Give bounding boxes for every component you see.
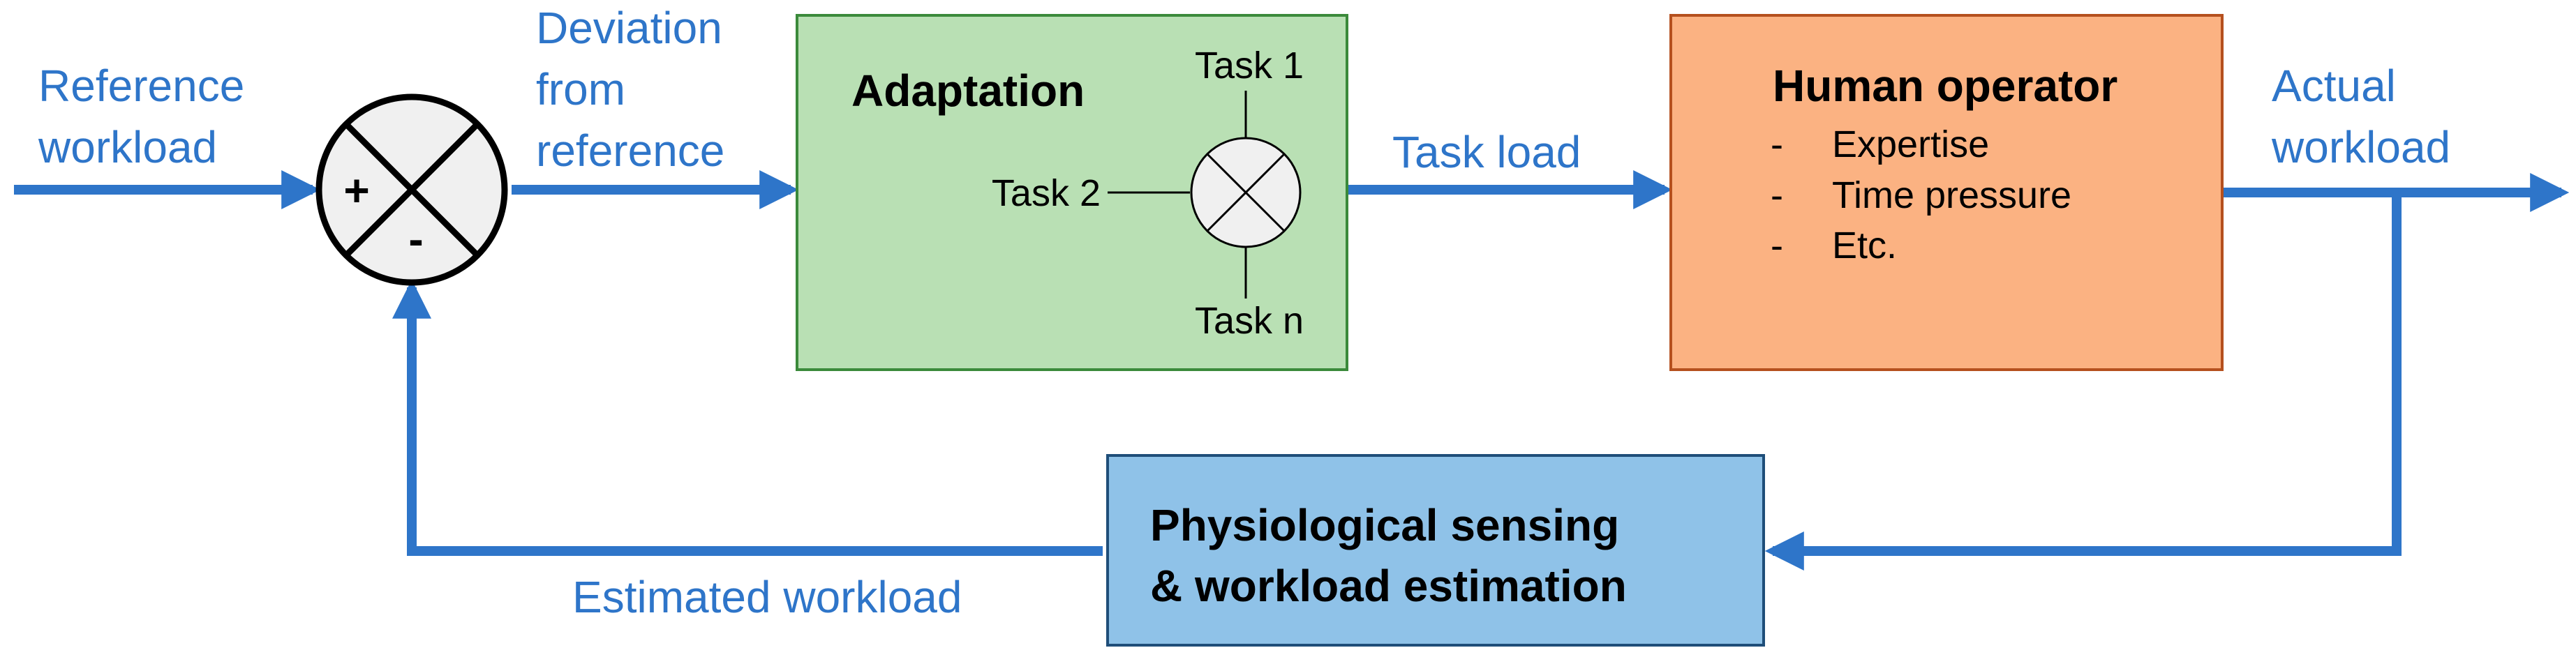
human-operator-title: Human operator [1773,61,2117,111]
feedback-to-sensing-arrow [1764,193,2402,571]
operator-item-dash: - [1771,123,1783,165]
operator-item-text: Etc. [1832,225,1897,266]
operator-item-dash: - [1771,225,1783,266]
adaptation-title: Adaptation [851,66,1085,116]
summing-junction: + - [315,93,508,286]
actual-workload-label-2: workload [2271,122,2450,172]
sensing-title-line-2: & workload estimation [1150,561,1627,611]
operator-item-text: Time pressure [1832,174,2071,216]
operator-item-text: Expertise [1832,123,1989,165]
sensing-block: Physiological sensing & workload estimat… [1106,454,1765,647]
reference-workload-label-1: Reference [38,61,244,111]
deviation-label-3: reference [536,126,724,176]
sensing-title-line-1: Physiological sensing [1150,500,1619,550]
task-mixer [1190,137,1302,248]
minus-sign: - [408,214,423,264]
plus-sign: + [343,165,369,216]
task-2-label: Task 2 [992,172,1101,214]
operator-item-dash: - [1771,174,1783,216]
task-load-label: Task load [1392,127,1581,177]
estimated-workload-label: Estimated workload [572,572,962,622]
task-n-label: Task n [1195,300,1304,342]
task-1-label: Task 1 [1195,45,1304,86]
actual-workload-label-1: Actual [2272,61,2396,111]
estimated-workload-arrow [392,279,1103,556]
deviation-label-2: from [536,64,625,114]
human-operator-block: Human operator - Expertise - Time pressu… [1669,14,2224,371]
adaptation-block: Adaptation Task 1 Task 2 Task n [796,14,1348,371]
deviation-label-1: Deviation [536,3,722,53]
reference-workload-label-2: workload [38,122,217,172]
